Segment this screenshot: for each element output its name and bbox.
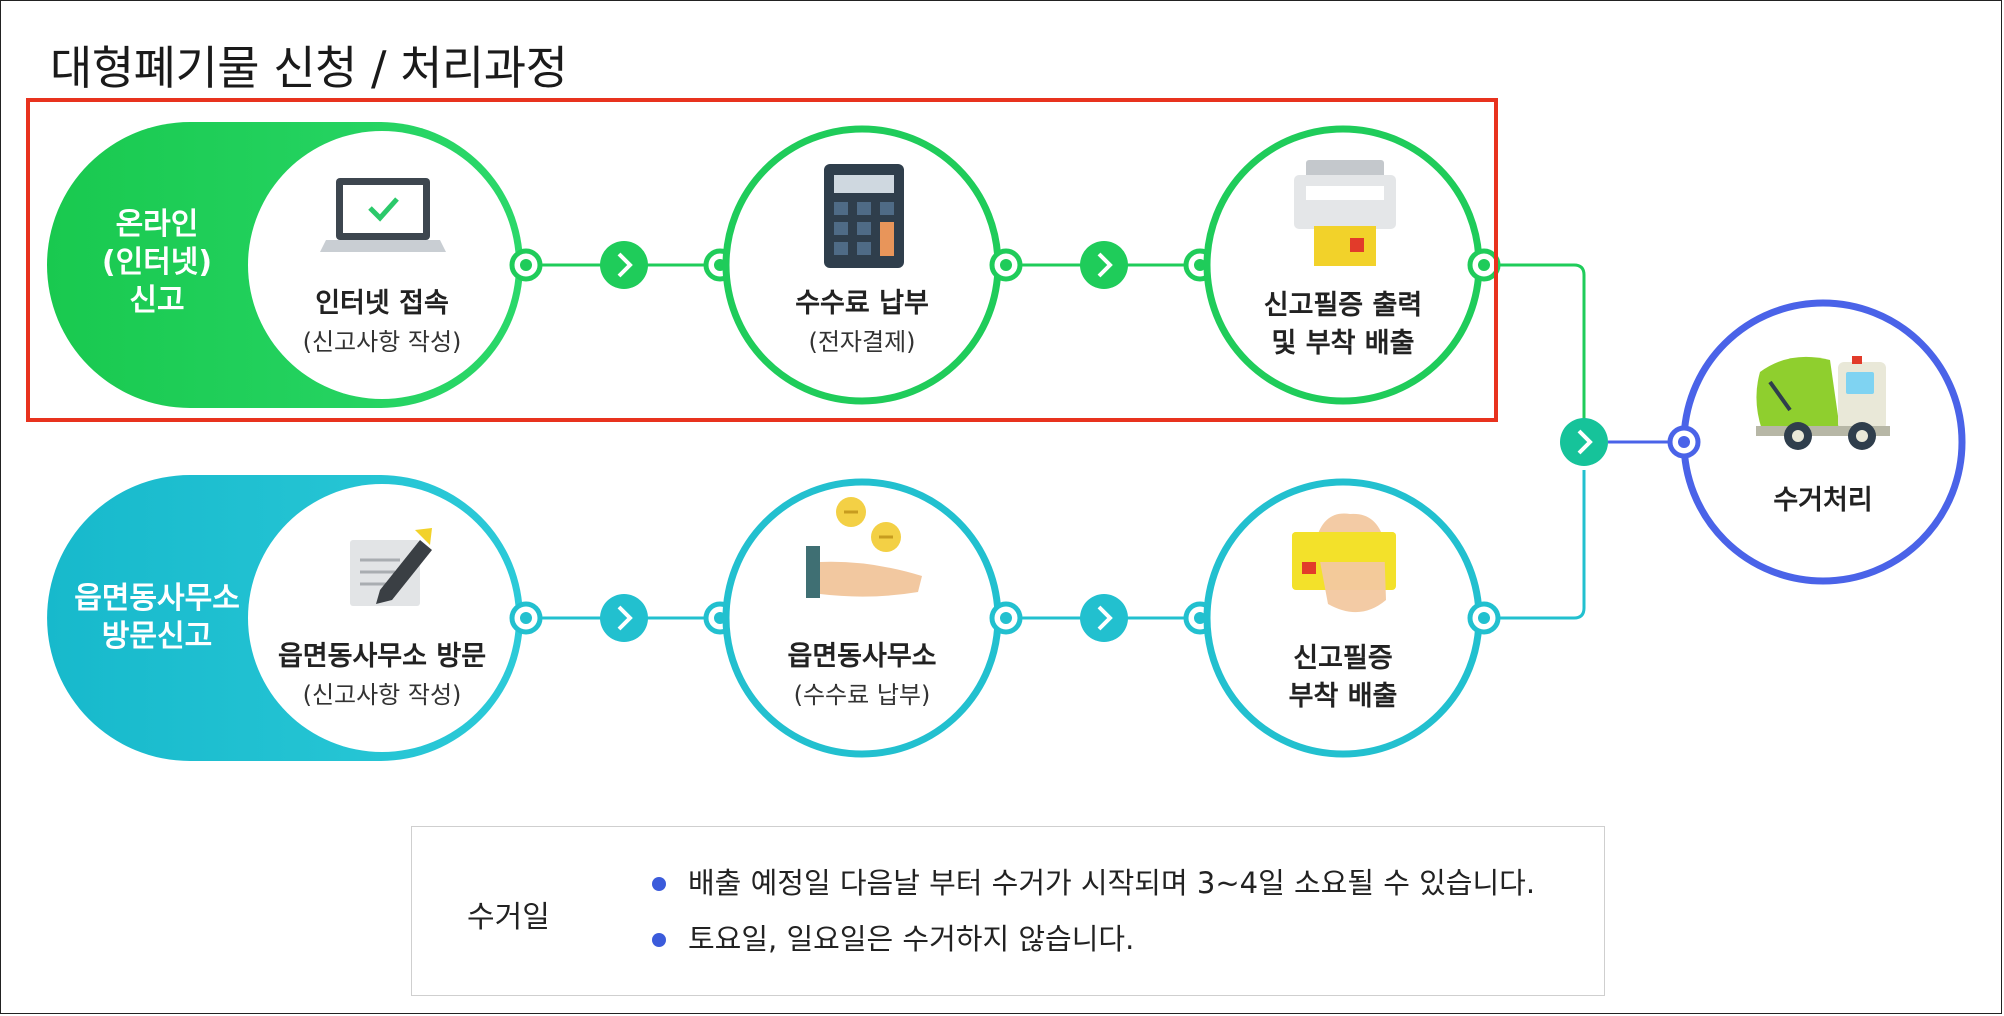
online-step1-circle (248, 131, 516, 399)
notice-item: 배출 예정일 다음날 부터 수거가 시작되며 3~4일 소요될 수 있습니다. (652, 855, 1535, 911)
calculator-icon (824, 164, 904, 268)
merge-line-visit (1498, 470, 1586, 620)
visit-arrow-2-icon (1080, 594, 1128, 642)
bullet-icon (652, 933, 666, 947)
online-step3-label: 신고필증 출력 및 부착 배출 (1263, 290, 1423, 359)
merge-line-online (1498, 263, 1586, 420)
collection-notice-box: 수거일 배출 예정일 다음날 부터 수거가 시작되며 3~4일 소요될 수 있습… (411, 826, 1605, 996)
final-step-label: 수거처리 (1773, 485, 1873, 516)
visit-step3-label: 신고필증 부착 배출 (1288, 643, 1398, 712)
coins-hand-icon (806, 497, 922, 598)
merge-arrow-icon (1560, 418, 1608, 466)
visit-step2-label: 읍면동사무소 (수수료 납부) (787, 641, 937, 709)
laptop-check-icon (320, 178, 446, 252)
online-arrow-2-icon (1080, 241, 1128, 289)
notice-list: 배출 예정일 다음날 부터 수거가 시작되며 3~4일 소요될 수 있습니다. … (652, 855, 1535, 967)
online-step1-label: 인터넷 접속 (신고사항 작성) (302, 288, 462, 356)
pen-paper-icon (350, 528, 432, 606)
notice-item: 토요일, 일요일은 수거하지 않습니다. (652, 911, 1535, 967)
hand-card-icon (1292, 513, 1396, 613)
online-row (47, 122, 1501, 408)
printer-icon (1294, 160, 1396, 266)
online-step2-label: 수수료 납부 (전자결제) (795, 288, 929, 356)
visit-arrow-1-icon (600, 594, 648, 642)
final-step (1667, 299, 1966, 585)
visit-step1-label: 읍면동사무소 방문 (신고사항 작성) (277, 641, 487, 709)
online-arrow-1-icon (600, 241, 648, 289)
online-pill-label: 온라인 (인터넷) 신고 (101, 207, 213, 318)
bullet-icon (652, 877, 666, 891)
notice-heading: 수거일 (467, 900, 550, 935)
garbage-truck-icon (1756, 356, 1890, 450)
visit-pill-label: 읍면동사무소 방문신고 (74, 581, 240, 654)
visit-row (47, 475, 1501, 761)
online-process-highlight (26, 98, 1498, 422)
final-step-circle (1680, 299, 1966, 585)
page-title: 대형폐기물 신청 / 처리과정 (50, 41, 568, 95)
visit-step1-circle (248, 484, 516, 752)
